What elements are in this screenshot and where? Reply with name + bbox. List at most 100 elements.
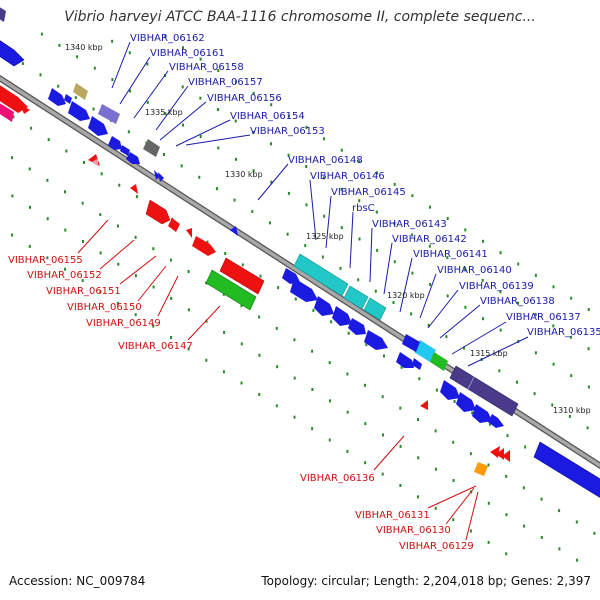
gene-label[interactable]: VIBHAR_06140 — [437, 265, 512, 276]
gene-feature[interactable] — [396, 352, 414, 368]
gene-feature[interactable] — [488, 414, 504, 428]
gene-feature[interactable] — [414, 340, 436, 362]
gene-feature[interactable] — [98, 104, 120, 124]
gene-feature[interactable] — [73, 83, 88, 100]
gene-feature[interactable] — [192, 236, 216, 256]
gene-label[interactable]: VIBHAR_06151 — [46, 286, 121, 297]
gene-feature[interactable] — [126, 152, 140, 164]
gene-feature[interactable] — [145, 199, 171, 225]
gene-feature[interactable] — [186, 228, 192, 238]
reverse-gene-labels: VIBHAR_06155 VIBHAR_06152 VIBHAR_06151 V… — [8, 255, 474, 552]
gene-feature[interactable] — [20, 104, 30, 114]
gene-label[interactable]: rbsC — [352, 203, 375, 214]
gene-label[interactable]: VIBHAR_06145 — [331, 187, 406, 198]
tick-mark — [487, 463, 490, 467]
gene-feature[interactable] — [120, 145, 130, 156]
gene-feature[interactable] — [88, 116, 108, 136]
gene-feature[interactable] — [430, 352, 448, 371]
gene-feature[interactable] — [64, 94, 72, 104]
gene-feature[interactable] — [332, 306, 352, 326]
gene-feature[interactable] — [490, 446, 500, 458]
kbp-mark: 1320 kbp — [387, 291, 425, 300]
gene-label[interactable]: VIBHAR_06141 — [413, 249, 488, 260]
gene-label[interactable]: VIBHAR_06153 — [250, 126, 325, 137]
gene-label[interactable]: VIBHAR_06129 — [399, 541, 474, 552]
gene-feature[interactable] — [343, 285, 369, 310]
gene-label[interactable]: VIBHAR_06158 — [169, 62, 244, 73]
gene-feature[interactable] — [533, 441, 600, 500]
gene-feature[interactable] — [456, 392, 476, 412]
gene-label[interactable]: VIBHAR_06149 — [86, 318, 161, 329]
gene-label[interactable]: VIBHAR_06142 — [392, 234, 467, 245]
gene-feature[interactable] — [364, 330, 388, 350]
gene-feature[interactable] — [0, 38, 25, 67]
gene-feature[interactable] — [440, 380, 460, 400]
gene-feature[interactable] — [348, 318, 366, 335]
gene-feature[interactable] — [230, 226, 238, 236]
gene-label[interactable]: VIBHAR_06135 — [527, 327, 600, 338]
gene-label[interactable]: VIBHAR_06161 — [150, 48, 225, 59]
gene-feature[interactable] — [92, 158, 98, 166]
gene-label[interactable]: VIBHAR_06147 — [118, 341, 193, 352]
tick-mark — [223, 331, 226, 334]
gene-label[interactable]: VIBHAR_06146 — [310, 171, 385, 182]
gene-feature[interactable] — [168, 218, 180, 232]
gene-feature[interactable] — [48, 88, 66, 106]
tick-mark — [381, 395, 384, 399]
tick-mark — [134, 274, 137, 278]
gene-label[interactable]: VIBHAR_06139 — [459, 281, 534, 292]
gene-label[interactable]: VIBHAR_06155 — [8, 255, 83, 266]
gene-feature[interactable] — [143, 139, 160, 157]
tick-mark — [364, 461, 367, 465]
gene-feature[interactable] — [402, 334, 420, 352]
gene-feature[interactable] — [412, 358, 422, 370]
tick-mark — [152, 324, 155, 328]
tick-mark — [117, 262, 120, 266]
gene-label[interactable]: VIBHAR_06131 — [355, 510, 430, 521]
tick-mark — [258, 353, 261, 357]
gene-label[interactable]: VIBHAR_06156 — [207, 93, 282, 104]
gene-label[interactable]: VIBHAR_06138 — [480, 296, 555, 307]
tick-mark — [346, 449, 349, 453]
gene-feature[interactable] — [472, 404, 492, 423]
gene-feature[interactable] — [108, 136, 122, 150]
gene-feature[interactable] — [0, 102, 14, 122]
gene-feature[interactable] — [68, 101, 90, 121]
gene-label[interactable]: VIBHAR_06150 — [67, 302, 142, 313]
tick-mark — [499, 290, 502, 294]
tick-mark — [482, 239, 484, 243]
tick-mark — [452, 518, 455, 522]
tick-mark — [411, 233, 414, 237]
gene-feature[interactable] — [496, 448, 504, 460]
gene-feature[interactable] — [158, 172, 164, 182]
gene-feature[interactable] — [0, 5, 6, 22]
tick-mark — [270, 180, 273, 184]
gene-label[interactable]: VIBHAR_06162 — [130, 33, 205, 44]
gene-label[interactable]: VIBHAR_06130 — [376, 525, 451, 536]
gene-feature[interactable] — [502, 450, 510, 462]
gene-label[interactable]: VIBHAR_06143 — [372, 219, 447, 230]
leader-lines — [77, 41, 529, 541]
gene-feature[interactable] — [314, 296, 334, 316]
tick-mark — [375, 210, 378, 214]
gene-feature[interactable] — [449, 365, 519, 417]
gene-label[interactable]: VIBHAR_06136 — [300, 473, 375, 484]
gene-feature[interactable] — [130, 184, 138, 194]
gene-feature[interactable] — [290, 278, 318, 302]
gene-feature[interactable] — [420, 400, 428, 410]
gene-feature[interactable] — [88, 154, 100, 166]
gene-feature[interactable] — [154, 170, 160, 180]
gene-feature[interactable] — [293, 253, 349, 297]
gene-feature[interactable] — [219, 257, 265, 295]
tick-mark — [46, 256, 49, 260]
gene-feature[interactable] — [363, 297, 387, 321]
gene-label[interactable]: VIBHAR_06137 — [506, 312, 581, 323]
gene-feature[interactable] — [205, 269, 257, 311]
gene-feature[interactable] — [474, 462, 488, 476]
gene-label[interactable]: VIBHAR_06152 — [27, 270, 102, 281]
gene-label[interactable]: VIBHAR_06154 — [230, 111, 305, 122]
gene-label[interactable]: VIBHAR_06148 — [288, 155, 363, 166]
tick-mark — [365, 343, 368, 347]
gene-label[interactable]: VIBHAR_06157 — [188, 77, 263, 88]
map-title: Vibrio harveyi ATCC BAA-1116 chromosome … — [64, 9, 536, 25]
